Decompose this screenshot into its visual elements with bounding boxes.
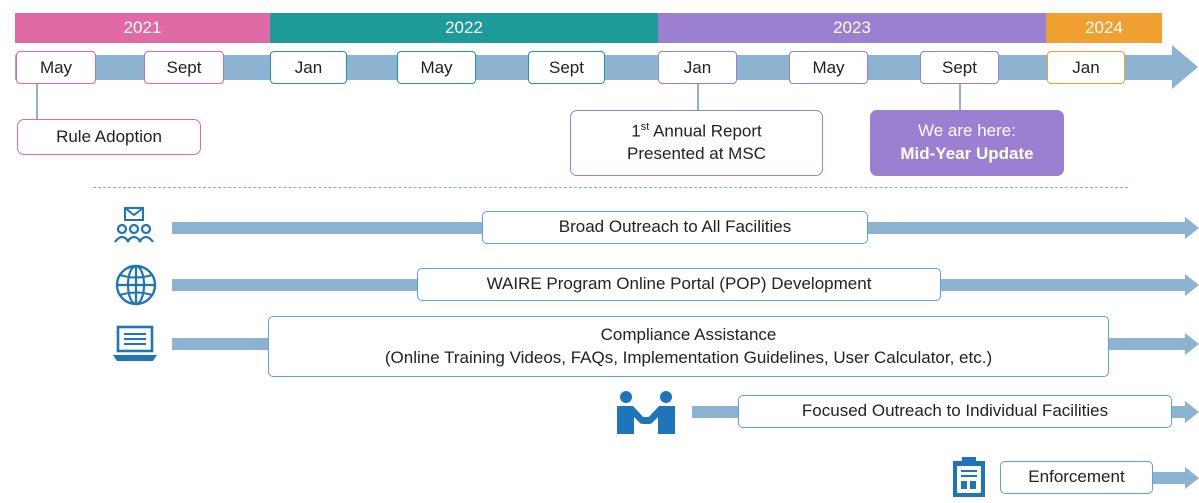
box-focused-outreach: Focused Outreach to Individual Facilitie… (738, 395, 1172, 428)
month-2021-sept: Sept (144, 51, 224, 84)
track-arrow-focused (1185, 401, 1199, 423)
track-arrow-compliance (1185, 333, 1199, 355)
month-2021-may: May (16, 51, 96, 84)
month-2023-jan: Jan (658, 51, 737, 84)
month-2022-may: May (397, 51, 476, 84)
annual-report-line2: Presented at MSC (627, 144, 766, 164)
month-2023-sept: Sept (920, 51, 999, 84)
track-arrow-enforcement (1185, 467, 1199, 489)
year-band-2024: 2024 (1046, 13, 1162, 43)
track-arrow-broad-outreach (1185, 217, 1199, 239)
month-2023-may: May (789, 51, 868, 84)
month-2022-sept: Sept (528, 51, 605, 84)
box-compliance-assistance: Compliance Assistance (Online Training V… (268, 316, 1109, 377)
month-2022-jan: Jan (270, 51, 347, 84)
callout-we-are-here: We are here: Mid-Year Update (870, 110, 1064, 176)
leader-rule-adoption (36, 84, 38, 120)
annual-report-line1: 1st Annual Report (631, 120, 762, 141)
month-2024-jan: Jan (1047, 51, 1125, 84)
handshake-icon (613, 390, 679, 436)
leader-annual-report (697, 84, 699, 110)
globe-icon (114, 263, 158, 307)
callout-rule-adoption: Rule Adoption (17, 119, 201, 155)
timeline-axis-arrowhead (1172, 45, 1198, 89)
clipboard-icon (951, 456, 987, 498)
box-enforcement: Enforcement (1000, 461, 1153, 494)
box-pop-development: WAIRE Program Online Portal (POP) Develo… (417, 268, 941, 301)
callout-annual-report: 1st Annual Report Presented at MSC (570, 110, 823, 176)
compliance-line1: Compliance Assistance (600, 324, 777, 344)
mail-group-icon (112, 207, 160, 247)
box-broad-outreach: Broad Outreach to All Facilities (482, 211, 868, 244)
leader-here (959, 84, 961, 110)
here-line2: Mid-Year Update (900, 144, 1034, 163)
track-arrow-pop (1185, 274, 1199, 296)
compliance-line2: (Online Training Videos, FAQs, Implement… (384, 347, 993, 367)
section-divider (93, 187, 1128, 188)
year-band-2022: 2022 (270, 13, 658, 43)
year-band-2021: 2021 (15, 13, 270, 43)
here-line1: We are here: (918, 121, 1016, 141)
year-band-2023: 2023 (658, 13, 1046, 43)
laptop-icon (111, 323, 159, 365)
